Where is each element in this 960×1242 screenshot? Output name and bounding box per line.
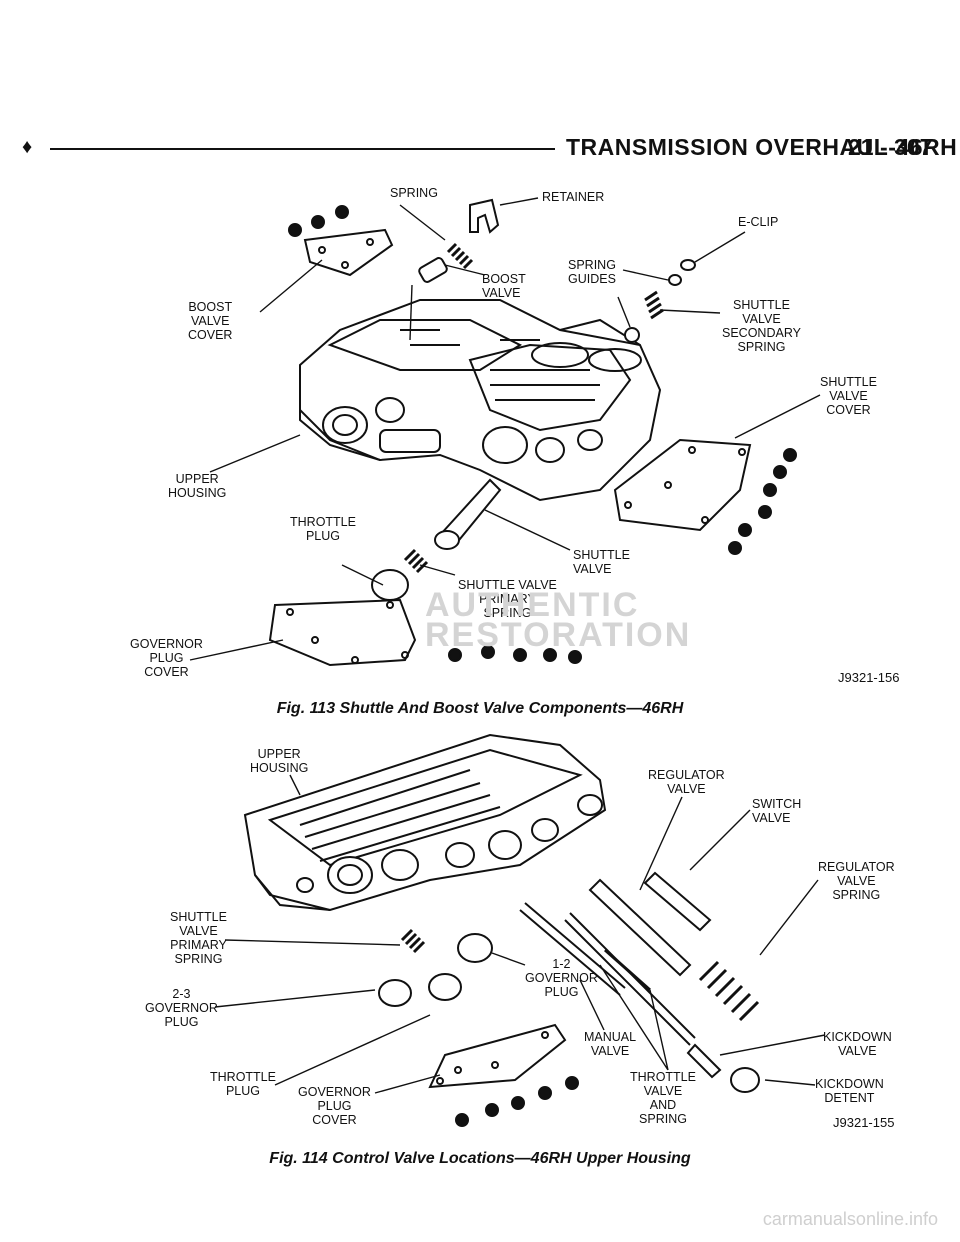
label-retainer: RETAINER <box>542 190 605 204</box>
diamond-bullet-icon: ♦ <box>22 136 33 158</box>
label-e-clip: E-CLIP <box>738 215 779 229</box>
label-shuttle-valve-secondary-spring: SHUTTLE VALVE SECONDARY SPRING <box>722 298 801 354</box>
label-governor-plug-cover: GOVERNOR PLUG COVER <box>130 637 203 679</box>
label-kickdown-valve: KICKDOWN VALVE <box>823 1030 892 1058</box>
label-shuttle-valve-primary-spring: SHUTTLE VALVE PRIMARY SPRING <box>458 578 557 620</box>
figure-114: UPPER HOUSING REGULATOR VALVE SWITCH VAL… <box>0 725 960 1165</box>
label-shuttle-valve-cover: SHUTTLE VALVE COVER <box>820 375 877 417</box>
label-throttle-valve-and-spring: THROTTLE VALVE AND SPRING <box>630 1070 696 1126</box>
shuttle-boost-diagram <box>189 197 821 667</box>
figure-code-2: J9321-155 <box>833 1115 895 1130</box>
site-watermark: carmanualsonline.info <box>762 1209 938 1229</box>
figure-113: SPRING RETAINER E-CLIP BOOST VALVE COVER… <box>130 186 900 685</box>
section-title: TRANSMISSION OVERHAUL-46RH <box>566 134 958 160</box>
label-upper-housing: UPPER HOUSING <box>168 472 227 500</box>
label-regulator-valve-spring: REGULATOR VALVE SPRING <box>818 860 895 902</box>
label-throttle-plug: THROTTLE PLUG <box>290 515 356 543</box>
label-spring-guides: SPRING GUIDES <box>568 258 616 286</box>
page-header: ♦ TRANSMISSION OVERHAUL-46RH 21 - 307 <box>0 128 960 168</box>
watermark-line-2: RESTORATION <box>425 616 692 654</box>
label-shuttle-valve: SHUTTLE VALVE <box>573 548 630 576</box>
figure-code: J9321-156 <box>838 670 900 685</box>
label-governor-plug-cover-2: GOVERNOR PLUG COVER <box>298 1085 371 1127</box>
label-1-2-governor-plug: 1-2 GOVERNOR PLUG <box>525 957 598 999</box>
label-2-3-governor-plug: 2-3 GOVERNOR PLUG <box>145 987 218 1029</box>
label-throttle-plug-2: THROTTLE PLUG <box>210 1070 276 1098</box>
label-manual-valve: MANUAL VALVE <box>584 1030 637 1058</box>
label-switch-valve: SWITCH VALVE <box>752 797 802 825</box>
label-spring: SPRING <box>390 186 438 200</box>
label-boost-valve-cover: BOOST VALVE COVER <box>188 300 233 342</box>
header-rule <box>50 148 555 150</box>
label-regulator-valve: REGULATOR VALVE <box>648 768 725 796</box>
control-valve-diagram <box>214 733 826 1127</box>
figure-114-caption: Fig. 114 Control Valve Locations—46RH Up… <box>269 1150 691 1167</box>
label-shuttle-valve-primary-spring-2: SHUTTLE VALVE PRIMARY SPRING <box>170 910 227 966</box>
label-upper-housing-2: UPPER HOUSING <box>250 747 309 775</box>
watermark-line-1: AUTHENTIC <box>425 586 640 624</box>
page-number: 21 - 307 <box>848 134 933 160</box>
label-kickdown-detent: KICKDOWN DETENT <box>815 1077 884 1105</box>
label-boost-valve: BOOST VALVE <box>482 272 526 300</box>
figure-113-caption: Fig. 113 Shuttle And Boost Valve Compone… <box>276 700 684 717</box>
